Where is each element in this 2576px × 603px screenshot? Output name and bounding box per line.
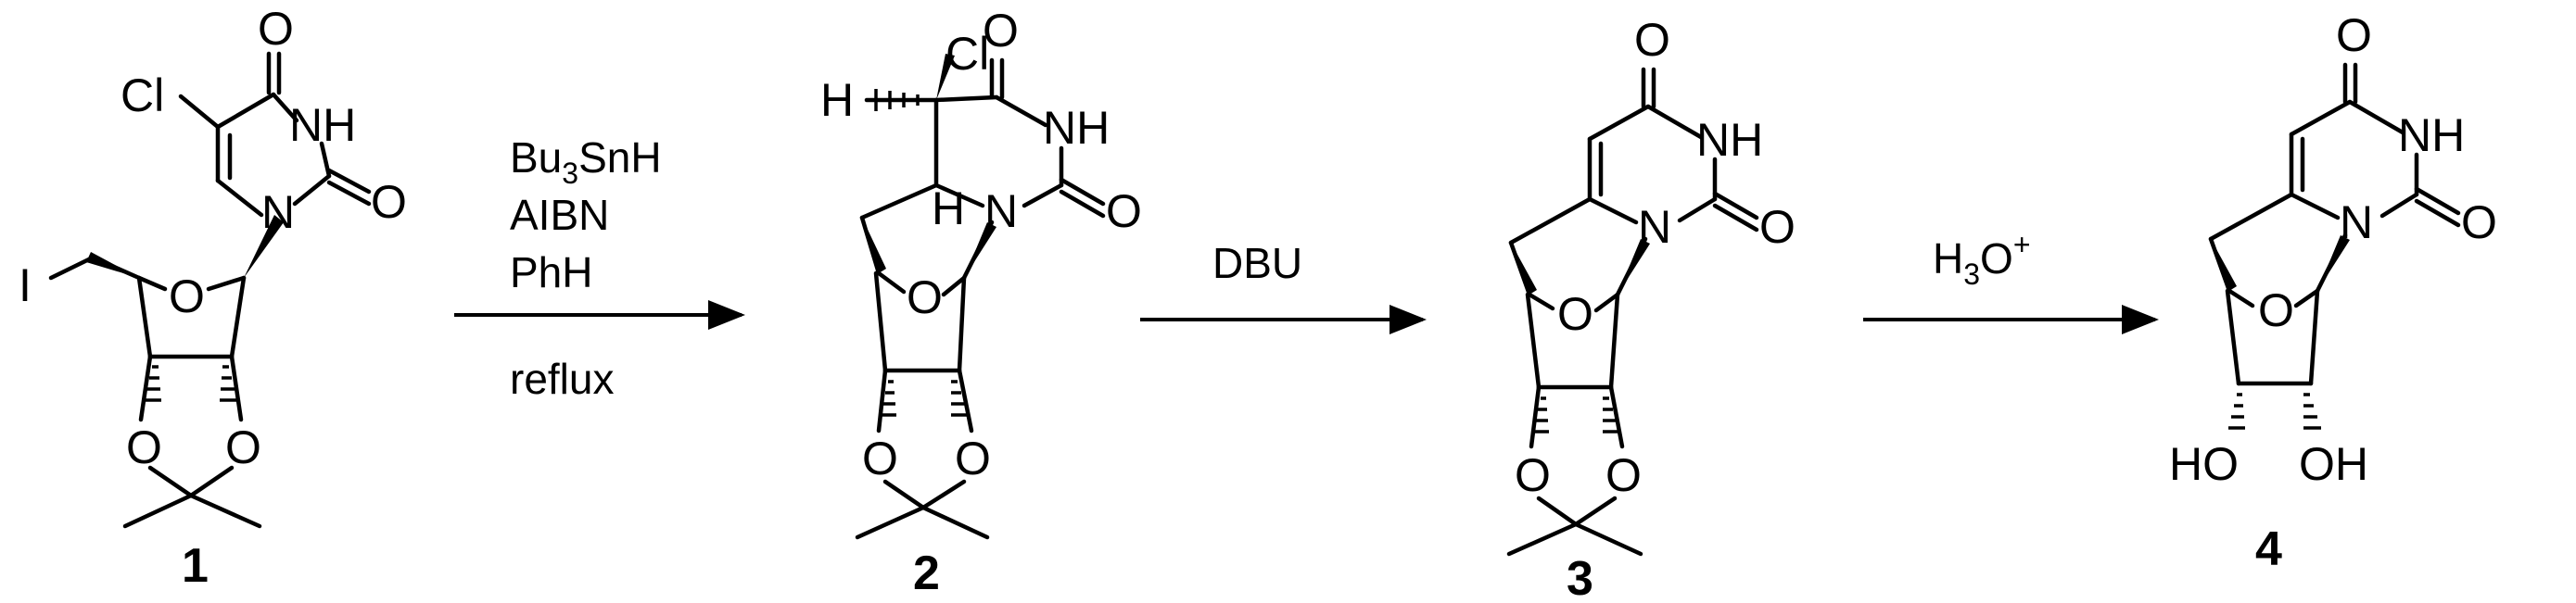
atom-label: O [1106, 185, 1142, 237]
atom-label: I [19, 259, 32, 311]
atom-label: H [932, 182, 965, 234]
atom-label: Cl [121, 69, 164, 121]
compound-4: O NH O N O HO OH 4 [2169, 9, 2497, 576]
atom-label: O [169, 270, 205, 322]
atom-label: N [261, 186, 295, 238]
compound-number: 2 [913, 546, 940, 600]
atom-label: O [862, 433, 898, 484]
atom-label: O [371, 176, 407, 228]
atom-label: N [1638, 201, 1671, 253]
atom-label: NH [1696, 114, 1763, 166]
atom-label: O [225, 421, 261, 473]
atom-label: O [1605, 449, 1642, 501]
atom-label: HO [2169, 438, 2239, 490]
atom-label: O [2336, 9, 2372, 61]
atom-label: O [907, 271, 943, 323]
reagent-label: DBU [1212, 239, 1302, 287]
atom-label: N [2340, 196, 2373, 248]
compound-number: 4 [2255, 522, 2282, 576]
atom-label: O [983, 5, 1019, 57]
atom-label: O [1759, 201, 1796, 253]
reaction-arrow-3: H3O+ [1863, 228, 2159, 334]
reagent-label: H3O+ [1933, 228, 2031, 291]
condition-label: reflux [510, 355, 614, 403]
atom-label: O [1515, 449, 1551, 501]
atom-label: O [1634, 14, 1670, 66]
atom-label: Cl [945, 28, 989, 80]
atom-label: NH [1043, 102, 1110, 154]
reaction-arrow-2: DBU [1140, 239, 1427, 334]
reagent-label: Bu3SnH [510, 133, 662, 190]
compound-2: O NH O N H Cl H O O O 2 [820, 5, 1142, 600]
atom-label: NH [289, 99, 356, 151]
atom-label: OH [2299, 438, 2368, 490]
atom-label: O [2461, 196, 2497, 248]
atom-label: O [2258, 284, 2294, 336]
atom-label: NH [2398, 109, 2465, 161]
atom-label: O [258, 3, 294, 55]
atom-label: O [955, 433, 991, 484]
atom-label: O [1557, 288, 1593, 340]
compound-1: O NH O N Cl I O O O 1 [19, 3, 407, 593]
compound-3: O NH O N O O O 3 [1506, 14, 1796, 603]
solvent-label: PhH [510, 248, 592, 296]
atom-label: H [820, 74, 854, 126]
atom-label: N [984, 185, 1018, 237]
atom-label: O [126, 421, 162, 473]
compound-number: 3 [1567, 552, 1593, 603]
reagent-label: AIBN [510, 191, 609, 239]
compound-number: 1 [182, 539, 209, 593]
reaction-arrow-1: Bu3SnH AIBN PhH reflux [454, 133, 745, 403]
